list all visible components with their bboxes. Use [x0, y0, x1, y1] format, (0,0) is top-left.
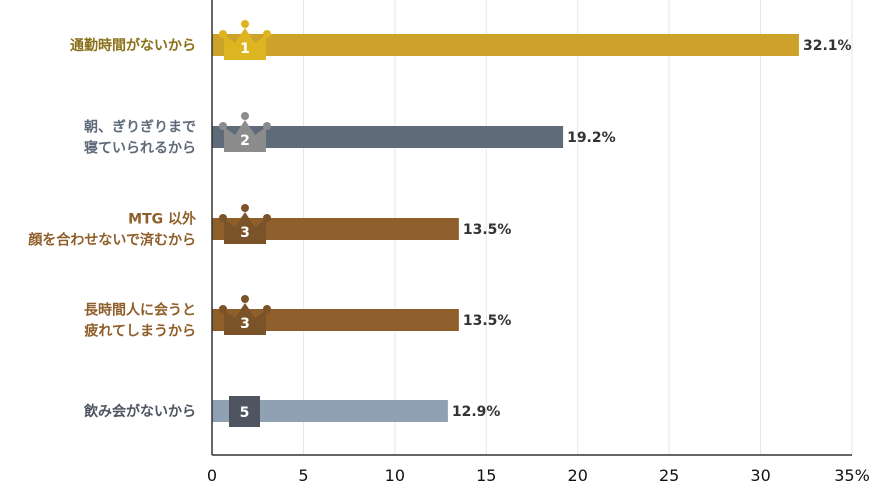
crown-jewel [263, 214, 271, 222]
crown-jewel [241, 20, 249, 28]
crown-shape [224, 212, 266, 244]
rank-number: 5 [240, 405, 250, 421]
value-label: 13.5% [463, 222, 512, 238]
rank-number: 3 [240, 316, 250, 332]
value-label: 19.2% [567, 130, 616, 146]
crown-shape [224, 120, 266, 152]
bar-group: 12.9% 飲み会がないから 5 [83, 396, 500, 427]
category-label: 朝、ぎりぎりまで [84, 119, 196, 136]
rank-number: 2 [240, 133, 250, 149]
bar [212, 400, 448, 422]
bar [212, 218, 459, 240]
crown-jewel [219, 122, 227, 130]
crown-jewel [241, 204, 249, 212]
crown-icon: 3 [219, 204, 271, 244]
x-tick-label: 5 [298, 466, 308, 485]
rank-badge [229, 396, 260, 427]
value-label: 13.5% [463, 313, 512, 329]
crown-icon: 2 [219, 112, 271, 152]
category-label: MTG 以外 [128, 211, 196, 228]
category-label: 寝ていられるから [84, 140, 196, 157]
bar-group: 32.1% 通勤時間がないから 1 [70, 20, 852, 60]
bar [212, 309, 459, 331]
crown-jewel [263, 30, 271, 38]
bar [212, 126, 564, 148]
value-label: 32.1% [803, 38, 852, 54]
value-label: 12.9% [452, 404, 501, 420]
category-label: 疲れてしまうから [84, 323, 196, 340]
category-label: 顔を合わせないで済むから [27, 232, 196, 249]
crown-jewel [241, 112, 249, 120]
x-tick-label: 35% [834, 466, 870, 485]
crown-jewel [219, 305, 227, 313]
crown-jewel [263, 305, 271, 313]
crown-jewel [219, 30, 227, 38]
x-tick-label: 0 [207, 466, 217, 485]
bar [212, 34, 799, 56]
crown-shape [224, 28, 266, 60]
crown-icon: 3 [219, 295, 271, 335]
x-tick-label: 25 [659, 466, 679, 485]
crown-shape [224, 303, 266, 335]
x-tick-label: 30 [750, 466, 770, 485]
category-label: 通勤時間がないから [70, 37, 196, 54]
rank-number: 3 [240, 225, 250, 241]
x-tick-label: 10 [385, 466, 405, 485]
crown-jewel [263, 122, 271, 130]
crown-jewel [241, 295, 249, 303]
crown-jewel [219, 214, 227, 222]
category-label: 飲み会がないから [83, 403, 196, 420]
category-label: 長時間人に会うと [84, 302, 196, 319]
x-tick-label: 20 [568, 466, 588, 485]
rank-number: 1 [240, 41, 250, 57]
crown-icon: 1 [219, 20, 271, 60]
x-tick-label: 15 [476, 466, 496, 485]
